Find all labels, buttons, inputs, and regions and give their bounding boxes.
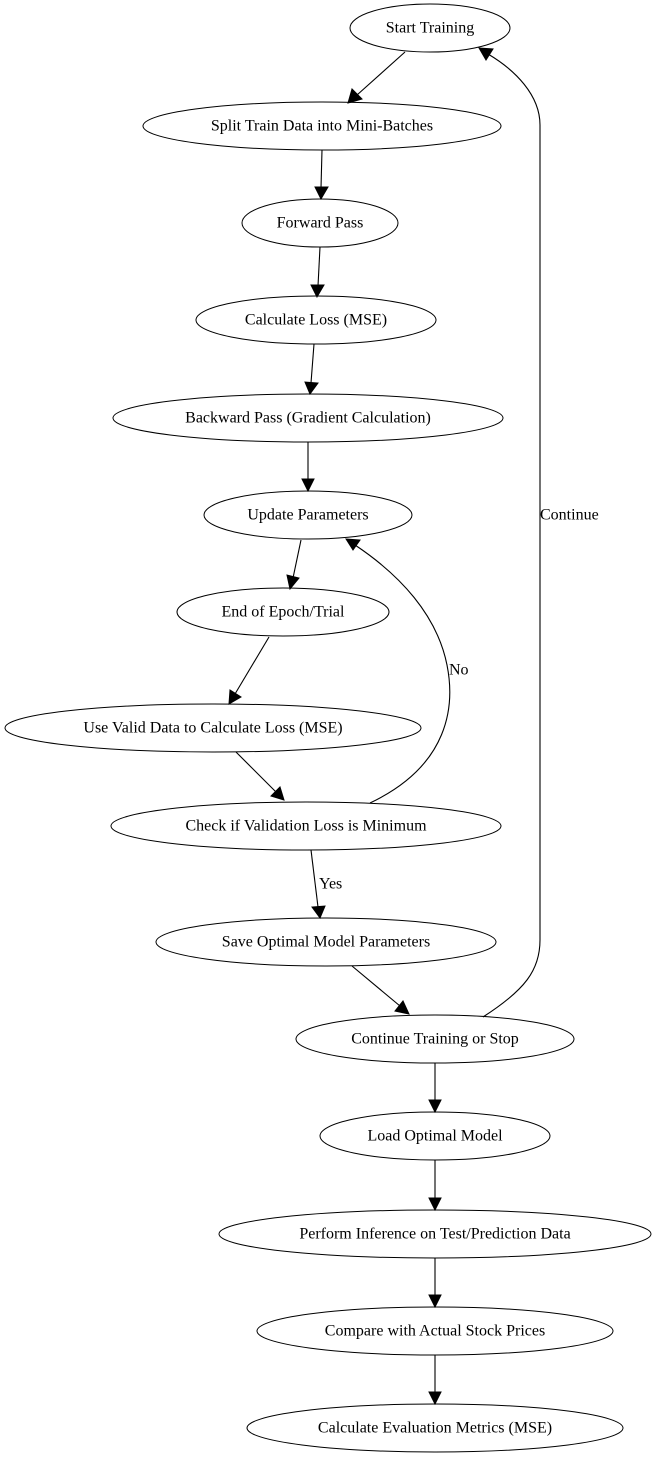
node-label: Compare with Actual Stock Prices [325,1323,545,1340]
edge-valid-loss-to-check [235,751,285,801]
node-label: Continue Training or Stop [351,1031,519,1048]
edge-check-to-update-no [345,538,451,804]
edge-split-to-forward [314,149,329,201]
node-label: Check if Validation Loss is Minimum [185,818,427,835]
node-evaluation-metrics: Calculate Evaluation Metrics (MSE) [246,1403,624,1453]
node-label: Start Training [386,20,474,37]
node-forward-pass: Forward Pass [241,198,399,248]
node-end-of-epoch: End of Epoch/Trial [176,587,390,637]
edge-epoch-end-to-valid-loss [228,636,270,705]
node-label: Forward Pass [277,215,364,232]
edge-update-to-epoch-end [286,539,302,591]
edge-check-to-save-yes [310,849,326,920]
node-label: Save Optimal Model Parameters [222,934,430,951]
node-continue-or-stop: Continue Training or Stop [295,1014,575,1064]
node-label: Use Valid Data to Calculate Loss (MSE) [83,720,342,737]
edge-label-continue: Continue [540,507,599,524]
node-check-minimum: Check if Validation Loss is Minimum [110,801,502,851]
node-valid-loss: Use Valid Data to Calculate Loss (MSE) [4,703,422,753]
edge-compare-to-metrics [428,1355,442,1406]
node-split-mini-batches: Split Train Data into Mini-Batches [142,101,502,151]
node-load-optimal: Load Optimal Model [319,1111,551,1161]
edge-inference-to-compare [428,1258,442,1309]
edge-backward-to-update [301,442,315,493]
node-inference: Perform Inference on Test/Prediction Dat… [218,1209,652,1259]
edge-label-no: No [449,662,469,679]
node-update-parameters: Update Parameters [203,490,413,540]
node-label: Split Train Data into Mini-Batches [211,118,433,135]
edge-loss-to-backward [304,343,319,396]
node-compare: Compare with Actual Stock Prices [256,1306,614,1356]
node-start-training: Start Training [349,3,511,53]
edge-save-to-continue [351,965,410,1015]
edge-load-to-inference [428,1160,442,1212]
edge-forward-to-loss [310,246,325,299]
edge-continue-to-load [428,1063,442,1114]
edge-label-yes: Yes [319,876,342,893]
edge-start-to-split [347,51,406,104]
edge-continue-to-start [478,47,541,1018]
node-backward-pass: Backward Pass (Gradient Calculation) [112,393,504,443]
node-label: Backward Pass (Gradient Calculation) [185,410,431,427]
node-label: Load Optimal Model [367,1128,503,1145]
node-label: Calculate Evaluation Metrics (MSE) [318,1420,552,1437]
node-label: End of Epoch/Trial [222,604,346,621]
node-label: Calculate Loss (MSE) [245,312,387,329]
node-save-optimal: Save Optimal Model Parameters [155,917,497,967]
node-calculate-loss: Calculate Loss (MSE) [195,295,437,345]
node-label: Perform Inference on Test/Prediction Dat… [299,1226,570,1243]
node-label: Update Parameters [247,507,368,524]
